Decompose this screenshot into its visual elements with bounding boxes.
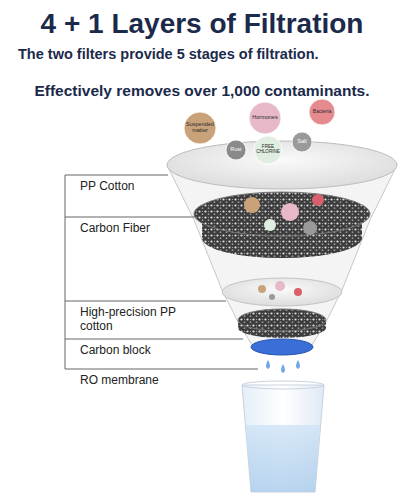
- contaminant-bubble: [275, 281, 285, 291]
- contaminant-label: Rust: [226, 140, 246, 160]
- layer-label: RO membrane: [80, 374, 159, 388]
- layer-label: PP Cotton: [80, 180, 134, 194]
- funnel-outline: [167, 165, 397, 345]
- contaminant-bubble: [258, 285, 266, 293]
- layer-label: Carbon block: [80, 344, 151, 358]
- carbon-block-layer: [238, 309, 326, 331]
- layer-label: Carbon Fiber: [80, 222, 150, 236]
- subtitle: The two filters provide 5 stages of filt…: [18, 46, 319, 63]
- glass-water: [246, 425, 320, 492]
- contaminant-bubble: [294, 288, 302, 296]
- contaminant-label: Salt: [292, 132, 312, 152]
- contaminant-label: Suspended matter: [184, 112, 216, 144]
- water-drop: [281, 364, 285, 373]
- water-drop: [266, 360, 270, 369]
- contaminant-bubble: [249, 102, 281, 134]
- bracket-lines: [65, 175, 258, 369]
- contaminant-bubble: [184, 112, 216, 144]
- water-glass: [242, 385, 324, 492]
- contaminant-label: FREE CHLORINE: [254, 136, 282, 164]
- water-drop: [296, 360, 300, 369]
- glass-rim: [242, 381, 324, 389]
- contaminant-bubble: [292, 132, 312, 152]
- contaminant-bubble: [303, 221, 317, 235]
- title: 4 + 1 Layers of Filtration: [41, 8, 364, 40]
- contaminant-bubble: [226, 140, 246, 160]
- carbon-fiber-layer: [194, 192, 370, 236]
- contaminant-bubble: [254, 136, 282, 164]
- subtitle: Effectively removes over 1,000 contamina…: [34, 82, 369, 100]
- contaminant-label: Bacteria: [309, 99, 335, 125]
- contaminant-bubble: [312, 194, 324, 206]
- contaminant-bubble: [309, 99, 335, 125]
- contaminant-label: Hormones: [249, 102, 281, 134]
- contaminant-bubble: [269, 294, 275, 300]
- contaminant-bubble: [244, 197, 260, 213]
- high-precision-pp-layer: [222, 278, 342, 306]
- contaminant-bubble: [281, 203, 299, 221]
- layer-label: High-precision PP cotton: [80, 306, 198, 334]
- contaminant-bubble: [264, 219, 276, 231]
- ro-membrane-layer: [251, 339, 313, 355]
